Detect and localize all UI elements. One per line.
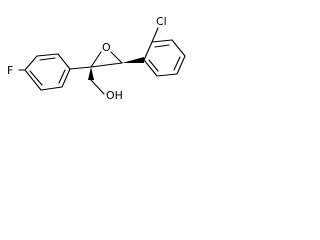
bond — [90, 51, 102, 68]
double-bond — [29, 70, 43, 86]
bond — [156, 73, 178, 77]
double-bond — [148, 59, 159, 72]
chlorine-label: Cl — [156, 15, 167, 28]
stereo-wedge-ch2 — [88, 67, 94, 80]
c-cl-bond — [151, 27, 159, 43]
epoxide-ring — [90, 51, 123, 68]
bond — [143, 41, 153, 61]
fluorine-label: F — [7, 64, 13, 77]
bond — [24, 69, 42, 91]
bond — [143, 59, 158, 77]
bond — [40, 86, 63, 91]
double-bond — [154, 44, 170, 48]
hydroxyl-label: OH — [106, 89, 123, 102]
bond — [110, 51, 123, 64]
bond — [176, 55, 186, 75]
bond — [61, 68, 71, 88]
bond — [57, 53, 71, 70]
aryl-epoxide-bond — [69, 66, 92, 70]
molecule-drawing: F O OH Cl — [7, 15, 186, 102]
structure-diagram: F O OH Cl — [0, 0, 247, 117]
double-bond — [173, 56, 181, 71]
bond — [36, 53, 59, 57]
bond — [90, 62, 123, 68]
bond — [24, 55, 38, 71]
chlorophenyl-ring — [143, 39, 186, 77]
double-bond — [58, 69, 66, 84]
double-bond — [39, 57, 56, 61]
bond — [171, 39, 186, 57]
bond — [151, 39, 173, 43]
fluorophenyl-ring — [24, 53, 71, 91]
epoxide-oxygen-label: O — [102, 41, 111, 54]
stereo-wedge — [122, 57, 144, 63]
ch2-oh-bond — [90, 79, 105, 95]
